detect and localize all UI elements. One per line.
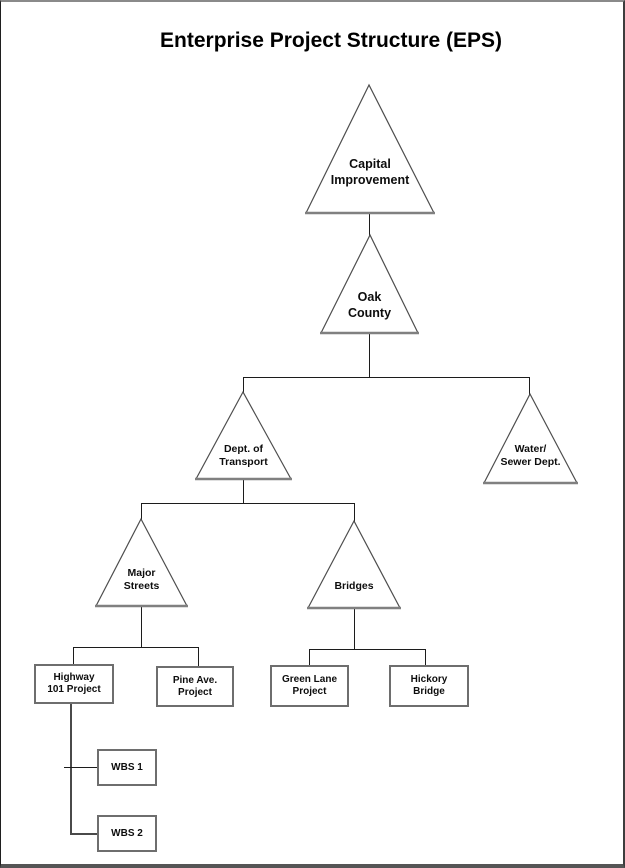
connector: [354, 503, 355, 522]
triangle-shape: [95, 517, 188, 608]
connector: [73, 647, 199, 648]
connector: [141, 503, 142, 520]
triangle-shape: [307, 519, 401, 610]
connector: [243, 377, 530, 378]
connector: [141, 503, 355, 504]
triangle-shape: [320, 233, 419, 335]
connector: [70, 833, 97, 835]
node-highway-101-project: Highway 101 Project: [34, 664, 114, 704]
node-green-lane-project: Green Lane Project: [270, 665, 349, 707]
connector: [73, 647, 74, 665]
node-label: Bridges: [334, 580, 374, 592]
connector: [309, 649, 426, 650]
node-capital-improvement: Capital Improvement: [305, 83, 435, 215]
connector: [529, 377, 530, 395]
node-label: Major Streets: [123, 567, 160, 592]
connector: [70, 704, 72, 835]
triangle-outline: [95, 517, 188, 607]
triangle-outline: [483, 392, 578, 484]
triangle-shape: [305, 83, 435, 215]
node-pine-ave-project: Pine Ave. Project: [156, 666, 234, 707]
node-major-streets: Major Streets: [95, 517, 188, 608]
node-wbs-2: WBS 2: [97, 815, 157, 852]
connector: [141, 606, 142, 647]
connector: [369, 213, 370, 236]
node-label: Water/ Sewer Dept.: [500, 443, 561, 468]
node-oak-county: Oak County: [320, 233, 419, 335]
connector: [425, 649, 426, 666]
connector: [243, 377, 244, 393]
node-bridges: Bridges: [307, 519, 401, 610]
node-label: Capital Improvement: [330, 157, 410, 187]
node-dept-of-transport: Dept. of Transport: [195, 390, 292, 481]
connector: [64, 767, 97, 768]
connector: [354, 608, 355, 649]
connector: [243, 479, 244, 503]
node-water-sewer-dept: Water/ Sewer Dept.: [483, 392, 578, 485]
triangle-outline: [307, 519, 401, 609]
connector: [369, 333, 370, 377]
node-wbs-1: WBS 1: [97, 749, 157, 786]
node-label: Oak County: [347, 290, 392, 320]
triangle-shape: [195, 390, 292, 481]
connector: [309, 649, 310, 666]
node-hickory-bridge: Hickory Bridge: [389, 665, 469, 707]
node-label: Dept. of Transport: [219, 443, 268, 468]
connector: [198, 647, 199, 667]
triangle-outline: [305, 83, 435, 214]
page-title: Enterprise Project Structure (EPS): [160, 29, 502, 52]
triangle-shape: [483, 392, 578, 485]
